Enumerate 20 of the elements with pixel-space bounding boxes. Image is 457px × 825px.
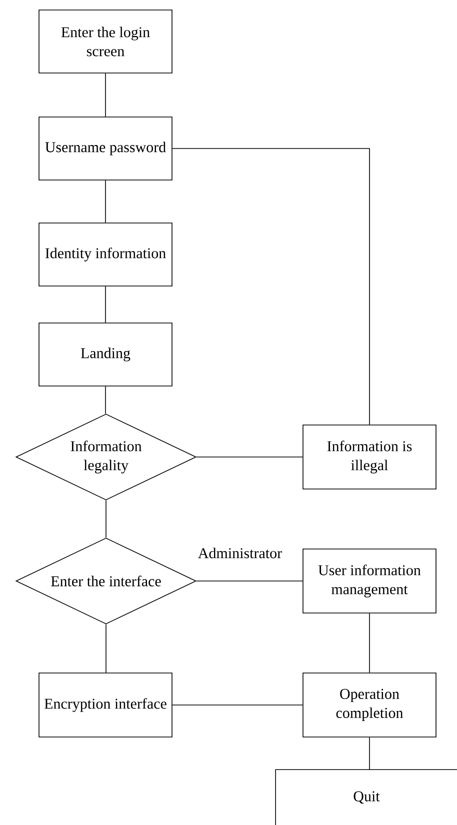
connector-line [105, 386, 106, 414]
connector-line [105, 286, 106, 323]
connector-line [105, 180, 106, 223]
process-box: Identity information [38, 222, 172, 286]
connector-line [196, 456, 303, 458]
connector-line [172, 704, 303, 706]
process-box: User information management [302, 548, 436, 614]
process-box: Operation completion [302, 672, 436, 738]
edge-label: Administrator [196, 546, 284, 560]
connector-line [172, 148, 370, 425]
connector-line [196, 580, 303, 582]
process-box: Username password [38, 116, 172, 180]
connector-line [369, 613, 370, 673]
terminal-box: Quit [275, 769, 457, 825]
process-box: Landing [38, 322, 172, 386]
process-box: Enter the login screen [38, 10, 172, 74]
connector-line [369, 737, 370, 770]
connector-line [105, 73, 106, 117]
process-box: Information is illegal [302, 424, 436, 490]
process-box: Encryption interface [38, 672, 172, 738]
